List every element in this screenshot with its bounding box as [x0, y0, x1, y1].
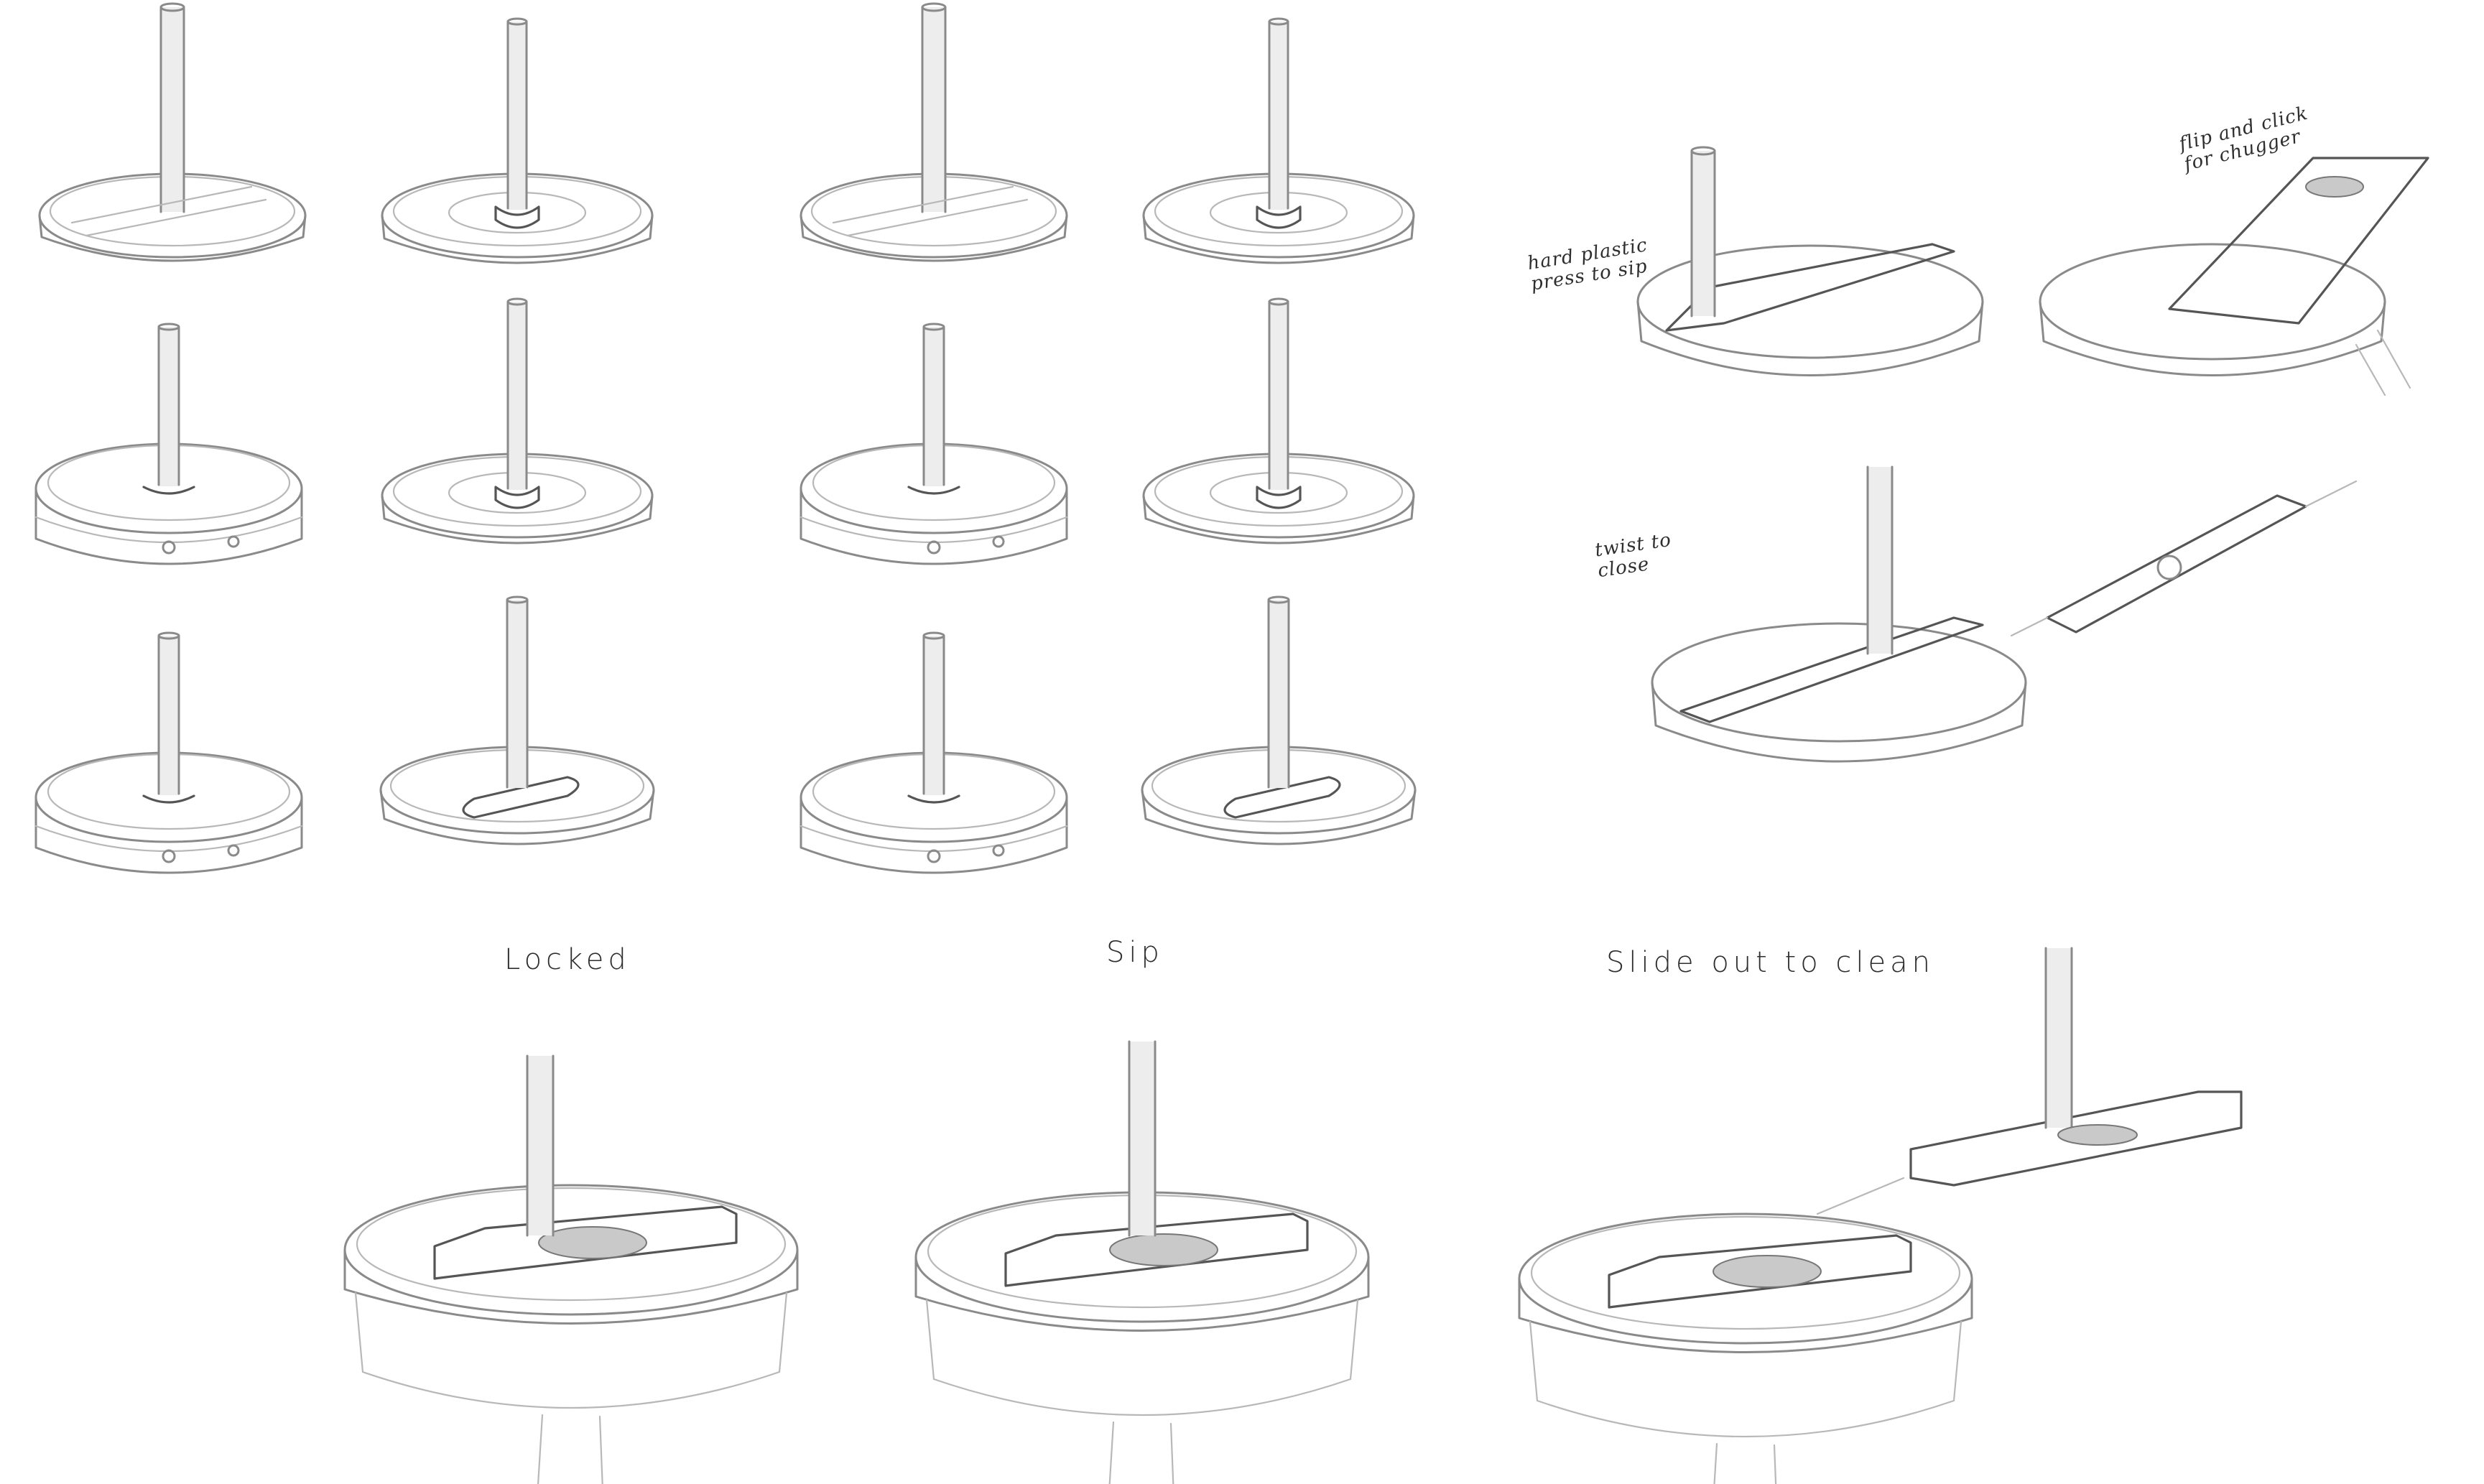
- thumb-r1-c1: [38, 2, 307, 262]
- sketch-twist-close: [1651, 465, 2027, 763]
- cup-sip: [914, 1191, 1370, 1484]
- slider-removed: [1816, 947, 2243, 1215]
- sketch-flip-chugger: [2039, 157, 2429, 396]
- sketch-slider-part: [2010, 480, 2358, 637]
- label-slide-out: Slide out to clean: [1606, 946, 1935, 979]
- label-sip: Sip: [1106, 936, 1164, 969]
- label-locked: Locked: [504, 943, 631, 976]
- sketch-press-to-sip: [1636, 146, 1984, 376]
- cup-locked: [343, 1184, 799, 1484]
- cup-slide-out: [1518, 1212, 1973, 1484]
